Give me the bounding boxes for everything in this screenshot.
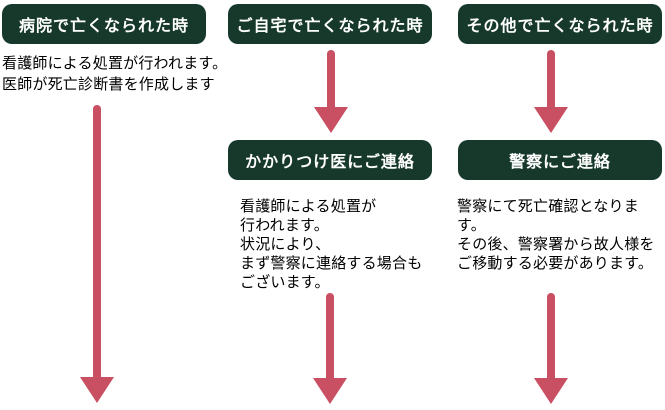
header-box-home: ご自宅で亡くなられた時 [228,4,432,44]
down-arrow-home-step2 [313,293,347,404]
down-arrow-home-step1 [314,50,348,133]
other-description-text: 警察にて死亡確認となります。 その後、警察署から故人様を ご移動する必要がありま… [457,199,655,272]
down-arrow-other-step2 [534,293,568,404]
hospital-description-text: 看護師による処置が行われます。 医師が死亡診断書を作成します [2,56,228,93]
home-description-text: 看護師による処置が 行われます。 状況により、 まず警察に連絡する場合も ござい… [240,199,423,291]
header-box-hospital: 病院で亡くなられた時 [2,4,206,44]
down-arrow-other-step1 [534,50,568,133]
header-box-other: その他で亡くなられた時 [458,4,662,44]
step-box-contact-police: 警察にご連絡 [458,140,662,180]
step-box-contact-doctor: かかりつけ医にご連絡 [228,140,432,180]
down-arrow-hospital [80,105,114,403]
